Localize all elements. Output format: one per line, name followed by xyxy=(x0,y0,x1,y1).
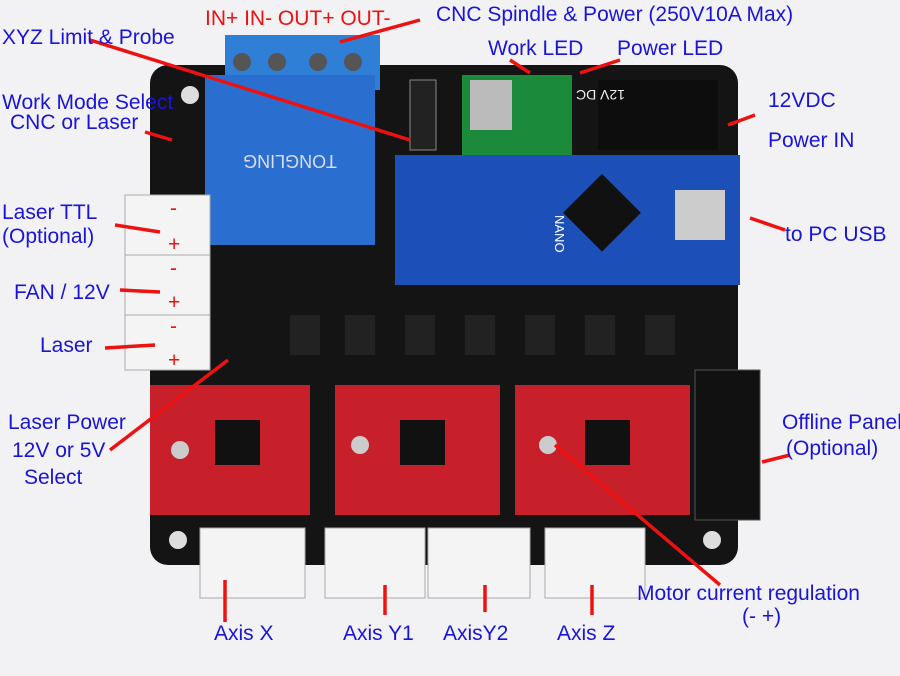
laser-power-select-label: Select xyxy=(24,466,83,489)
stepper-drivers xyxy=(150,385,690,515)
annotation-arrows xyxy=(89,18,791,622)
axis-z-label: Axis Z xyxy=(557,622,616,645)
laser-label: Laser xyxy=(40,334,93,357)
work-mode-label: Work Mode Select xyxy=(2,91,174,114)
usb-port xyxy=(675,190,725,240)
power-led-label: Power LED xyxy=(617,37,724,60)
offline-panel-optional-label: (Optional) xyxy=(786,437,879,460)
spindle-label: CNC Spindle & Power (250V10A Max) xyxy=(436,3,794,26)
mcu-chip xyxy=(563,173,641,252)
axis-x-label: Axis X xyxy=(214,622,274,645)
offline-panel-header xyxy=(694,369,761,521)
left-connectors xyxy=(124,194,211,371)
offline-panel-label: Offline Panel xyxy=(782,411,900,434)
power-in-label: Power IN xyxy=(768,129,855,152)
mount-hole xyxy=(181,86,199,104)
svg-text:12V DC: 12V DC xyxy=(576,87,625,103)
mount-hole xyxy=(703,531,721,549)
terminal-label: IN+ IN- OUT+ OUT- xyxy=(205,7,391,30)
inductor xyxy=(470,80,512,130)
laser-power-voltage-label: 12V or 5V xyxy=(12,439,106,462)
motor-current-sub-label: (- +) xyxy=(742,605,782,628)
work-led-label: Work LED xyxy=(488,37,584,60)
motor-connectors xyxy=(199,527,646,599)
optocouplers xyxy=(290,315,675,355)
svg-text:NANO: NANO xyxy=(552,215,567,253)
limit-header xyxy=(409,79,437,151)
dc-jack xyxy=(598,80,718,150)
laser-power-label: Laser Power xyxy=(8,411,126,434)
axis-y1-label: Axis Y1 xyxy=(343,622,414,645)
relay-text: TONGLING xyxy=(243,151,337,171)
12vdc-label: 12VDC xyxy=(768,89,836,112)
work-mode-sub-label: CNC or Laser xyxy=(10,111,139,134)
laser-ttl-label: Laser TTL xyxy=(2,201,98,224)
mount-hole xyxy=(169,531,187,549)
laser-ttl-optional-label: (Optional) xyxy=(2,225,95,248)
motor-current-label: Motor current regulation xyxy=(637,582,860,605)
fan-label: FAN / 12V xyxy=(14,281,110,304)
limit-probe-label: XYZ Limit & Probe xyxy=(2,26,175,49)
usb-label: to PC USB xyxy=(785,223,887,246)
axis-y2-label: AxisY2 xyxy=(443,622,509,645)
